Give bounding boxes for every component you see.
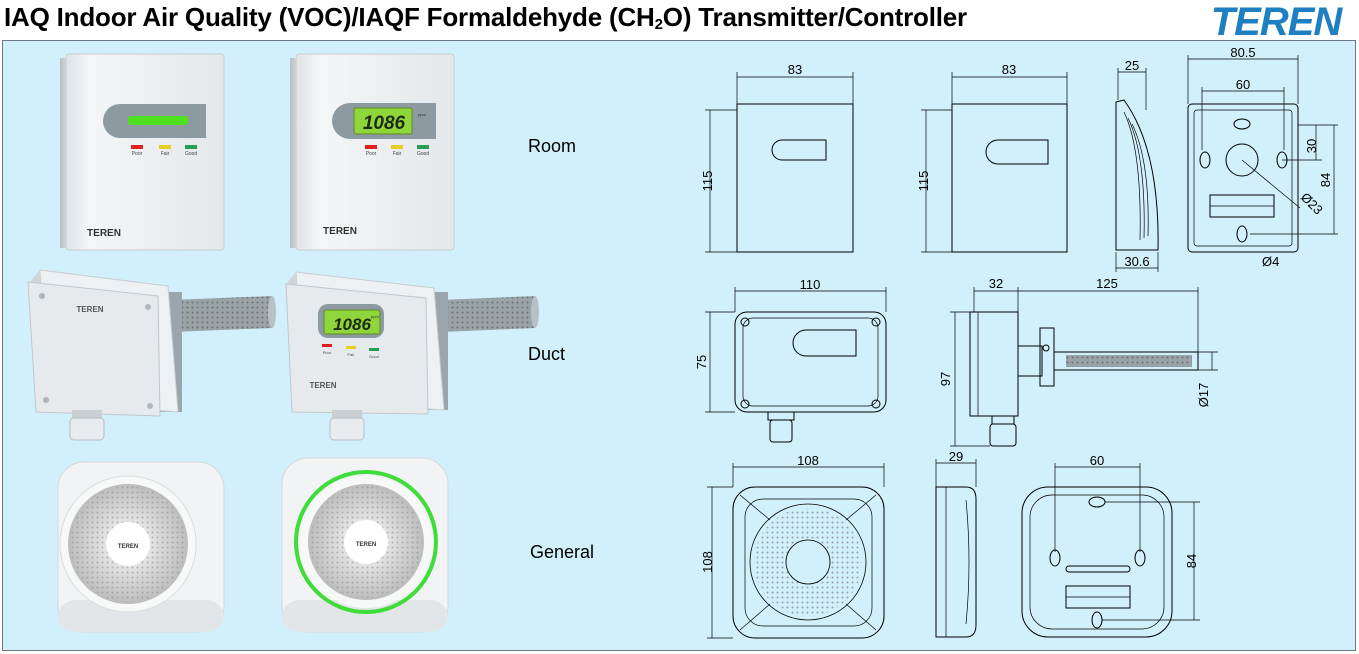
svg-text:75: 75: [694, 355, 709, 369]
svg-text:Ø23: Ø23: [1298, 190, 1326, 218]
general-side-drawing: 29: [935, 449, 977, 638]
svg-text:108: 108: [797, 453, 819, 468]
svg-text:Good: Good: [185, 151, 197, 157]
svg-text:83: 83: [1002, 62, 1016, 77]
svg-text:29: 29: [949, 449, 963, 464]
teren-logo: TEREN: [1211, 2, 1345, 40]
svg-text:108: 108: [700, 551, 715, 573]
duct-side-drawing: 32 125 97 Ø17: [938, 276, 1218, 447]
svg-text:Good: Good: [417, 151, 429, 157]
room-device-lcd: 1086 ppm Poor Fair Good TEREN: [290, 53, 455, 251]
row-label-duct: Duct: [528, 344, 566, 364]
svg-text:Ø4: Ø4: [1262, 254, 1279, 269]
svg-text:60: 60: [1236, 77, 1250, 92]
svg-text:84: 84: [1318, 173, 1333, 187]
general-device-ring: TEREN: [281, 457, 449, 633]
svg-text:115: 115: [700, 171, 715, 192]
svg-text:110: 110: [800, 277, 821, 292]
duct-device-plain: TEREN: [27, 269, 276, 441]
room-front2-drawing: 83 115: [916, 62, 1068, 253]
duct-front-drawing: 110 75: [694, 277, 887, 443]
svg-text:TEREN: TEREN: [356, 542, 376, 548]
svg-text:1086: 1086: [333, 315, 371, 334]
led-red: [131, 145, 143, 149]
led-green: [185, 145, 197, 149]
svg-text:ppm: ppm: [418, 112, 426, 117]
svg-text:Ø17: Ø17: [1196, 383, 1211, 408]
svg-text:Poor: Poor: [366, 151, 377, 157]
svg-text:80.5: 80.5: [1230, 45, 1255, 60]
svg-text:TEREN: TEREN: [87, 228, 121, 239]
svg-text:TEREN: TEREN: [309, 381, 336, 390]
svg-text:125: 125: [1096, 276, 1118, 291]
svg-text:TEREN: TEREN: [76, 305, 103, 314]
svg-text:115: 115: [916, 171, 931, 192]
svg-text:TEREN: TEREN: [1211, 2, 1344, 40]
row-label-general: General: [530, 542, 595, 562]
duct-device-lcd: 1086 ppm Poor Fair Good TEREN: [285, 271, 539, 441]
led-yellow: [159, 145, 171, 149]
svg-text:Fair: Fair: [393, 151, 402, 157]
general-front-drawing: 108 108: [700, 453, 885, 639]
room-side-drawing: 25 30.6: [1115, 58, 1159, 272]
lcd-value: 1086: [363, 113, 406, 134]
svg-text:83: 83: [788, 62, 802, 77]
svg-text:30.6: 30.6: [1124, 254, 1149, 269]
page-title: IAQ Indoor Air Quality (VOC)/IAQF Formal…: [4, 2, 967, 33]
svg-text:30: 30: [1304, 139, 1319, 153]
svg-text:Fair: Fair: [161, 151, 170, 157]
svg-text:84: 84: [1184, 554, 1199, 568]
svg-text:TEREN: TEREN: [323, 226, 357, 237]
svg-text:32: 32: [989, 276, 1003, 291]
svg-text:Fair: Fair: [348, 352, 356, 357]
product-panel: [2, 40, 1356, 651]
svg-text:Poor: Poor: [323, 350, 332, 355]
row-label-room: Room: [528, 136, 577, 156]
general-back-drawing: 60 84: [1021, 453, 1200, 638]
svg-text:25: 25: [1125, 58, 1139, 73]
svg-text:Good: Good: [369, 354, 379, 359]
svg-text:97: 97: [938, 372, 953, 386]
svg-text:Poor: Poor: [132, 151, 143, 157]
svg-text:60: 60: [1090, 453, 1104, 468]
svg-text:ppm: ppm: [371, 314, 379, 319]
room-front-drawing: 83 115: [700, 62, 854, 253]
room-back-drawing: 80.5 60 30 84 Ø23 Ø4: [1187, 45, 1338, 269]
general-device-plain: TEREN: [57, 461, 225, 633]
svg-text:TEREN: TEREN: [118, 544, 138, 550]
room-device-led: Poor Fair Good TEREN: [60, 53, 225, 251]
status-ring: [294, 470, 438, 614]
